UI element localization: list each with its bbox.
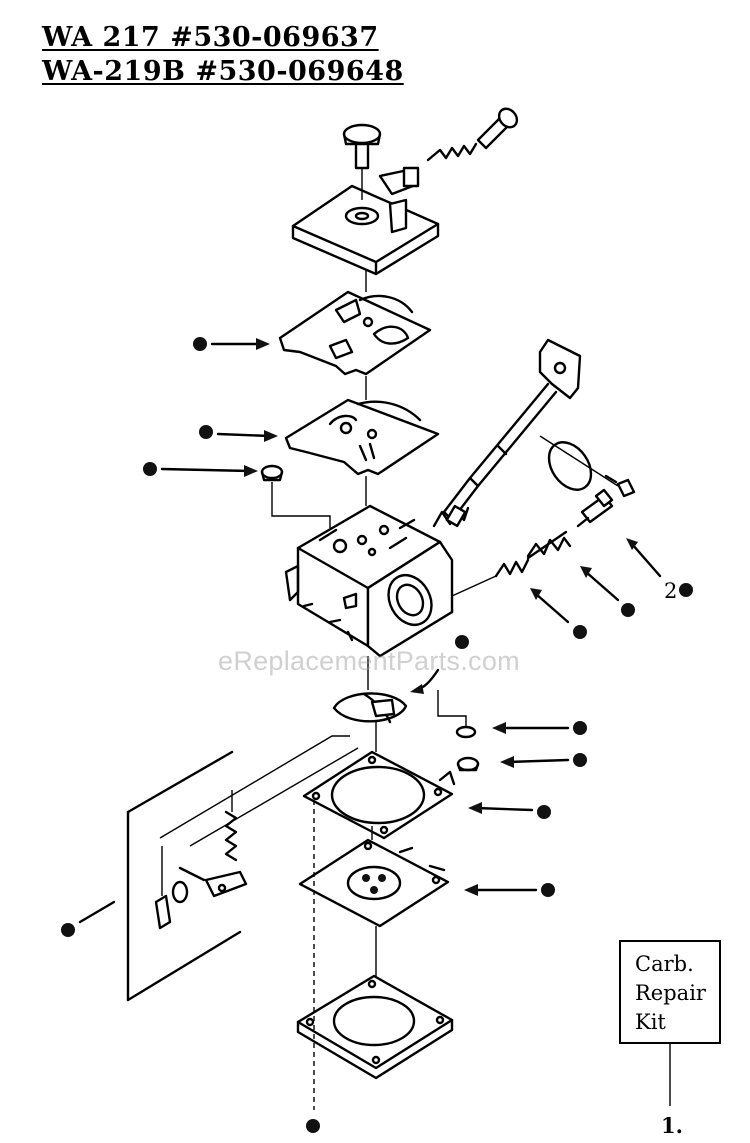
throttle-spring [432, 504, 470, 528]
metering-gasket [302, 720, 456, 840]
kit-label-line3: Kit [635, 1010, 666, 1034]
kit-part-number: 1. [661, 1113, 683, 1138]
screw-top [342, 123, 382, 170]
kit-label-line1: Carb. [635, 952, 694, 976]
inlet-needle [154, 846, 172, 930]
pump-check-gasket [332, 656, 408, 724]
carb-repair-kit-box: Carb. Repair Kit [619, 940, 721, 1044]
top-cover [291, 166, 440, 276]
throttle-plate-screw [604, 474, 636, 498]
throttle-lever [442, 338, 582, 522]
inlet-lever-spring [224, 790, 238, 862]
check-valve-cup [260, 464, 331, 528]
carburetor-body [284, 476, 454, 658]
fulcrum-pin [171, 866, 206, 904]
idle-adjust-screw [576, 488, 614, 528]
part-number-2-label: 2 [664, 579, 677, 603]
callout-arrows [61, 337, 693, 1133]
model-title-wa219b: WA-219B #530-069648 [42, 56, 404, 87]
watermark: eReplacementParts.com [218, 646, 520, 676]
model-title-wa217: WA 217 #530-069637 [42, 22, 379, 53]
inlet-needle-spring [426, 107, 519, 162]
needle-seat-plug [456, 756, 480, 772]
metering-diaphragm [298, 826, 450, 928]
throttle-plate [539, 435, 619, 491]
mixture-spring [451, 558, 530, 597]
inlet-diaphragm [284, 376, 440, 476]
needle-seat-washer [437, 690, 477, 739]
upper-gasket [278, 270, 432, 376]
kit-label-line2: Repair [635, 981, 706, 1005]
pump-cover [296, 926, 454, 1080]
inset-panel [126, 735, 359, 1002]
mixture-needle [526, 530, 572, 560]
metering-lever [204, 870, 248, 898]
